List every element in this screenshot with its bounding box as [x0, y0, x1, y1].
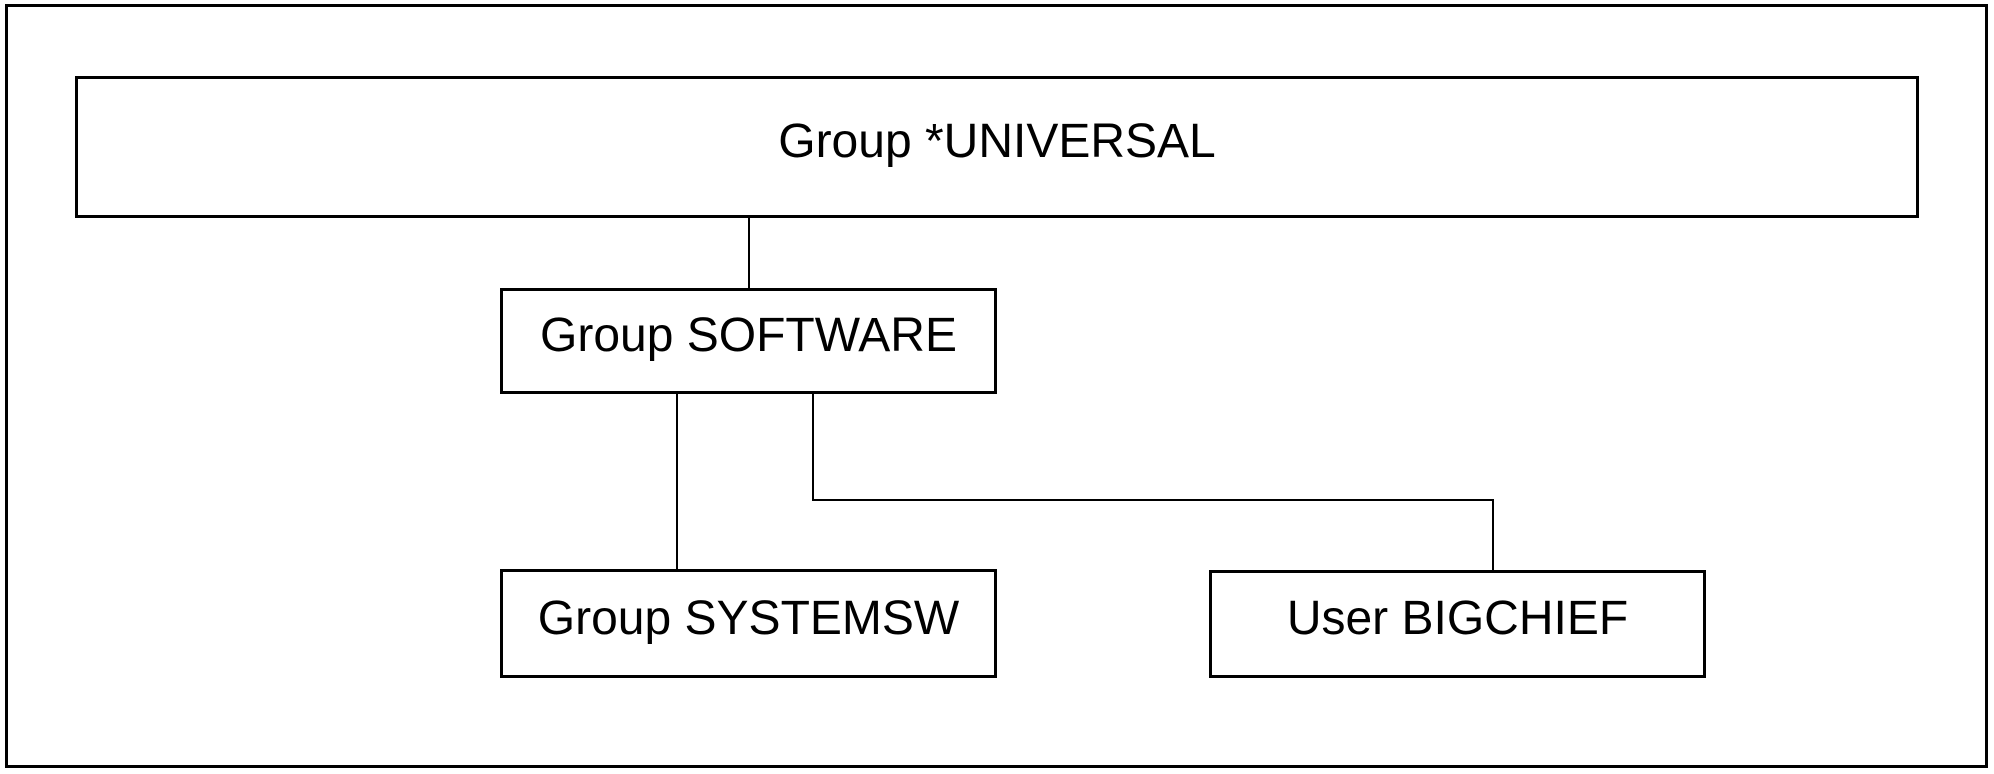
node-group-universal-label: Group *UNIVERSAL: [778, 115, 1216, 169]
node-user-bigchief: User BIGCHIEF: [1209, 570, 1706, 678]
node-group-systemsw-label: Group SYSTEMSW: [537, 591, 960, 645]
node-group-universal: Group *UNIVERSAL: [75, 76, 1919, 218]
edge-software-to-bigchief: [812, 393, 1494, 570]
node-user-bigchief-label: User BIGCHIEF: [1286, 592, 1629, 646]
outer-border: [5, 4, 1988, 768]
node-group-software-label: Group SOFTWARE: [540, 309, 957, 363]
node-group-systemsw: Group SYSTEMSW: [500, 569, 997, 678]
node-group-software: Group SOFTWARE: [500, 288, 997, 394]
